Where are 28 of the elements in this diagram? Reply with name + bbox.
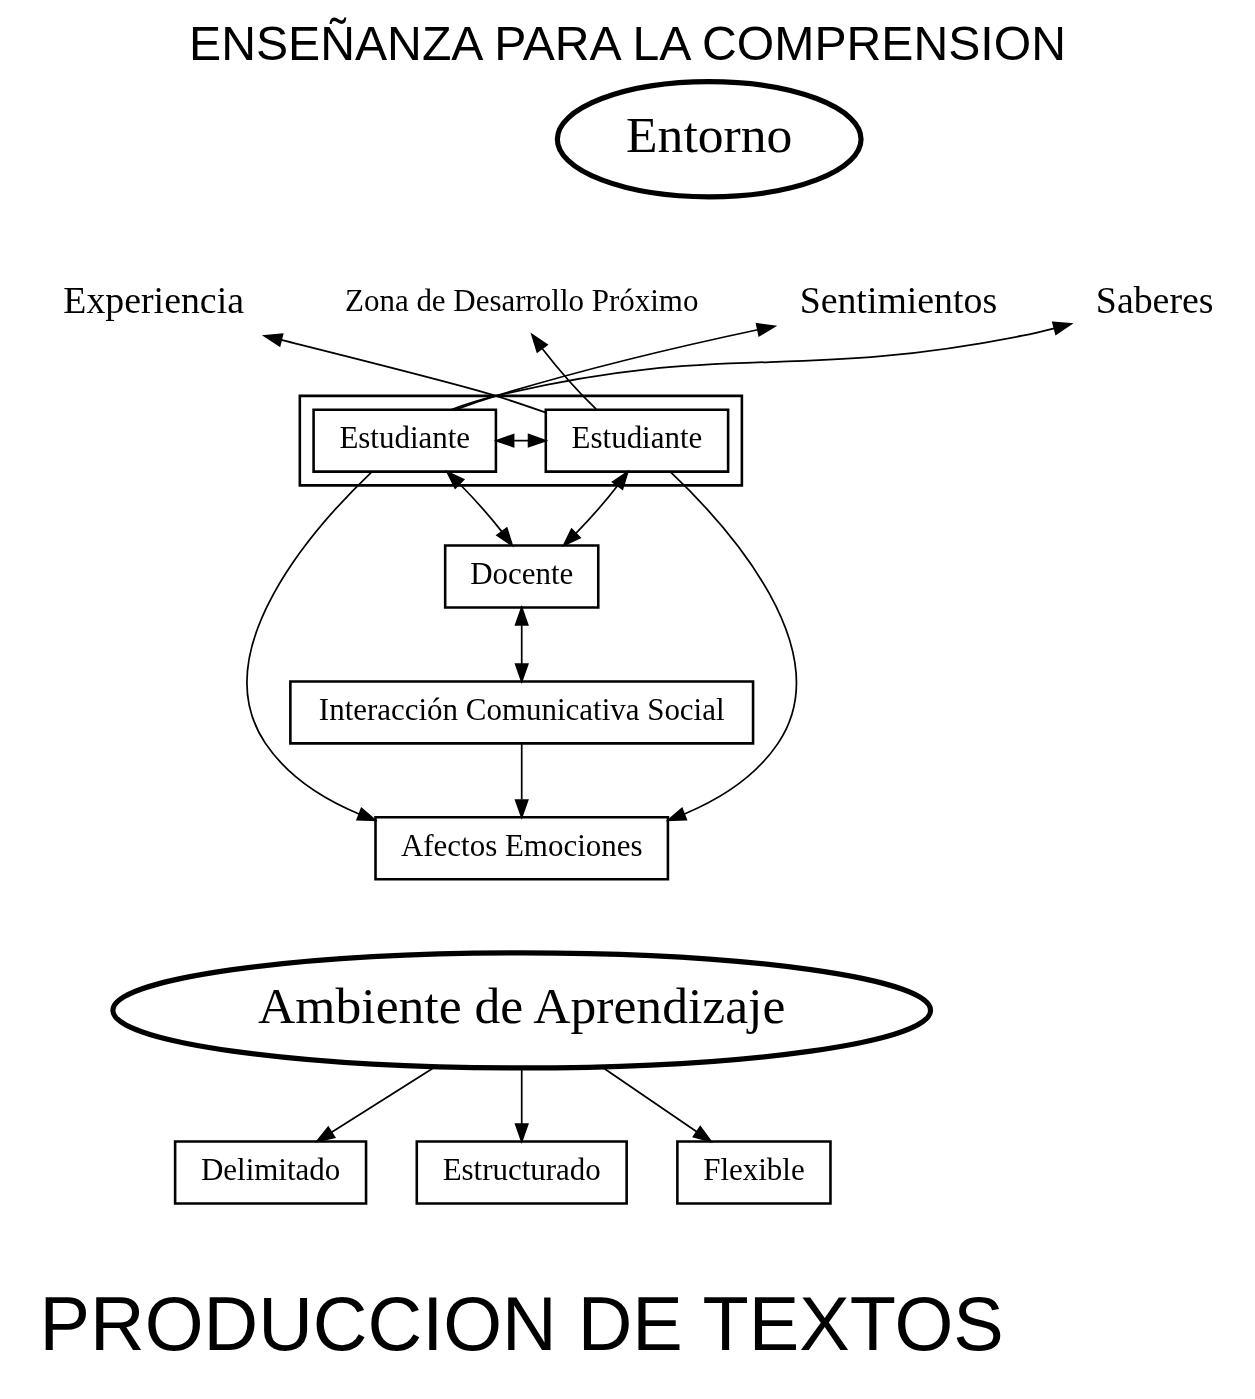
caption: PRODUCCION DE TEXTOS	[39, 1280, 1004, 1366]
node-ellipse: Entorno	[554, 79, 864, 200]
node-text: Zona de Desarrollo Próximo	[345, 282, 699, 318]
node-box: Flexible	[676, 1140, 832, 1205]
node-ellipse: Ambiente de Aprendizaje	[110, 950, 934, 1071]
diagram-title: ENSEÑANZA PARA LA COMPRENSION	[189, 16, 1066, 71]
node-box: Docente	[443, 544, 600, 609]
node-box: Afectos Emociones	[374, 816, 670, 881]
node-box: Estructurado	[415, 1140, 628, 1205]
arrow	[261, 333, 547, 414]
arrow	[454, 322, 778, 411]
arrow	[450, 321, 1074, 411]
cluster	[298, 394, 744, 487]
node-box: Estudiante	[544, 408, 730, 473]
arrow	[665, 470, 797, 822]
node-text: Experiencia	[63, 278, 244, 321]
arrow	[514, 605, 529, 684]
node-text: Saberes	[1095, 278, 1214, 321]
arrow	[561, 469, 630, 548]
node-box: Interacción Comunicativa Social	[289, 680, 755, 745]
arrow	[530, 332, 597, 411]
node-box: Estudiante	[312, 408, 498, 473]
node-text: Sentimientos	[799, 278, 998, 321]
node-box: Delimitado	[173, 1140, 368, 1205]
arrow	[493, 433, 549, 448]
arrow	[445, 469, 514, 548]
arrow	[246, 470, 378, 822]
arrow	[514, 742, 529, 820]
